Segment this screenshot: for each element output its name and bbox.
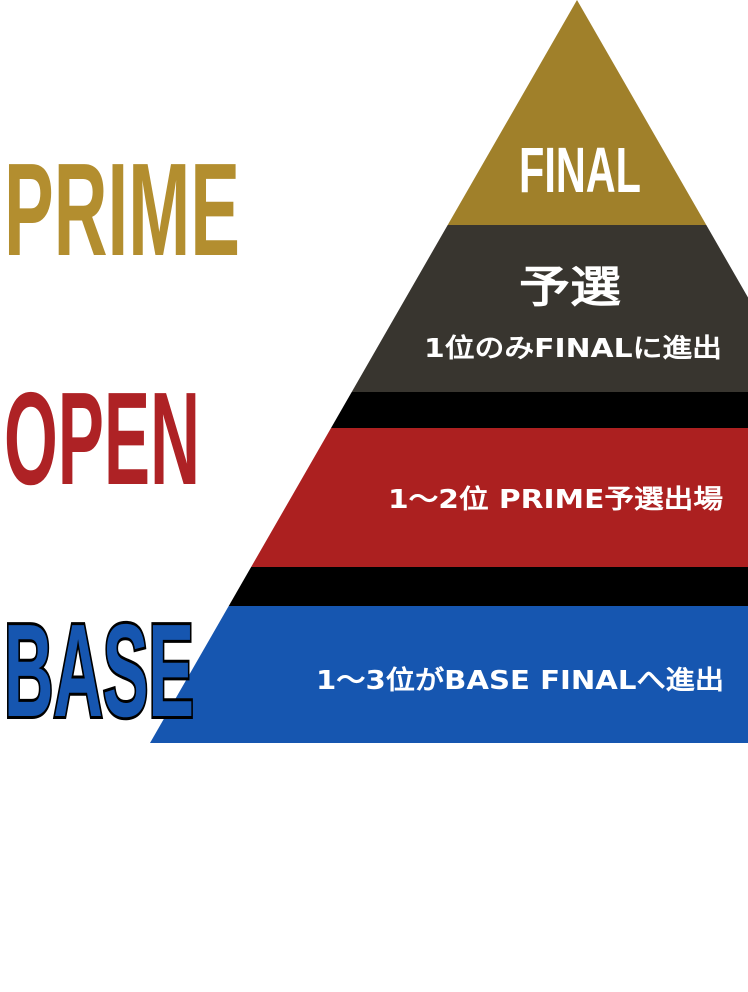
prime-tier-label: PRIME [4, 136, 240, 283]
final-label: FINAL [519, 134, 641, 206]
open-tier-label: OPEN [4, 365, 200, 512]
qualifier-text: 1位のみFINALに進出 [424, 333, 722, 364]
qualifier-title: 予選 [519, 262, 621, 313]
base-band [150, 606, 748, 743]
separator-2 [150, 567, 748, 606]
base-tier-label: BASE [4, 597, 194, 744]
base-band-text: 1〜3位がBASE FINALへ進出 [316, 665, 724, 696]
open-band-text: 1〜2位 PRIME予選出場 [388, 484, 723, 515]
